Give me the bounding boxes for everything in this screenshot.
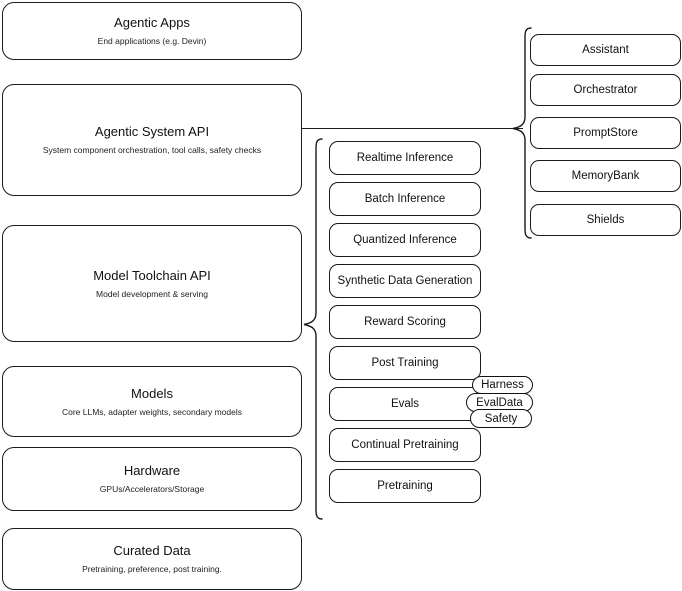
component-box-orchestrator[interactable]: Orchestrator bbox=[530, 74, 681, 106]
capability-box-post-training[interactable]: Post Training bbox=[329, 346, 481, 380]
layer-subtitle: GPUs/Accelerators/Storage bbox=[99, 484, 205, 495]
capability-label: Batch Inference bbox=[364, 192, 446, 205]
capability-box-quantized-inference[interactable]: Quantized Inference bbox=[329, 223, 481, 257]
layer-title: Models bbox=[131, 385, 173, 401]
capability-box-reward-scoring[interactable]: Reward Scoring bbox=[329, 305, 481, 339]
eval-pill-label: EvalData bbox=[476, 396, 523, 409]
eval-pill-harness[interactable]: Harness bbox=[472, 376, 533, 394]
layer-box-hardware[interactable]: Hardware GPUs/Accelerators/Storage bbox=[2, 447, 302, 511]
layer-subtitle: Core LLMs, adapter weights, secondary mo… bbox=[61, 406, 242, 417]
layer-subtitle: End applications (e.g. Devin) bbox=[97, 36, 207, 47]
layer-title: Model Toolchain API bbox=[93, 267, 211, 283]
layer-box-model-toolchain-api[interactable]: Model Toolchain API Model development & … bbox=[2, 225, 302, 342]
capability-box-pretraining[interactable]: Pretraining bbox=[329, 469, 481, 503]
component-label: MemoryBank bbox=[571, 169, 640, 182]
layer-title: Agentic Apps bbox=[114, 15, 190, 31]
component-box-assistant[interactable]: Assistant bbox=[530, 34, 681, 66]
capability-box-synthetic-data-generation[interactable]: Synthetic Data Generation bbox=[329, 264, 481, 298]
capability-box-evals[interactable]: Evals bbox=[329, 387, 481, 421]
layer-title: Curated Data bbox=[113, 543, 191, 559]
layer-box-agentic-system-api[interactable]: Agentic System API System component orch… bbox=[2, 84, 302, 196]
component-label: Orchestrator bbox=[573, 83, 638, 96]
capability-label: Realtime Inference bbox=[356, 151, 454, 164]
capability-box-batch-inference[interactable]: Batch Inference bbox=[329, 182, 481, 216]
component-label: PromptStore bbox=[573, 126, 638, 139]
layer-box-models[interactable]: Models Core LLMs, adapter weights, secon… bbox=[2, 366, 302, 437]
brace-toolchain-capabilities bbox=[303, 138, 323, 520]
brace-system-components bbox=[512, 27, 532, 239]
layer-box-agentic-apps[interactable]: Agentic Apps End applications (e.g. Devi… bbox=[2, 2, 302, 60]
component-label: Assistant bbox=[582, 43, 629, 56]
eval-pill-label: Harness bbox=[481, 379, 524, 391]
layer-subtitle: Model development & serving bbox=[96, 288, 208, 299]
component-box-shields[interactable]: Shields bbox=[530, 204, 681, 236]
capability-label: Pretraining bbox=[377, 479, 433, 492]
component-label: Shields bbox=[586, 213, 625, 226]
component-box-promptstore[interactable]: PromptStore bbox=[530, 117, 681, 149]
capability-label: Quantized Inference bbox=[353, 233, 457, 246]
layer-subtitle: System component orchestration, tool cal… bbox=[42, 145, 262, 156]
component-box-memorybank[interactable]: MemoryBank bbox=[530, 160, 681, 192]
layer-subtitle: Pretraining, preference, post training. bbox=[82, 564, 222, 575]
capability-label: Evals bbox=[390, 397, 420, 410]
capability-label: Continual Pretraining bbox=[351, 438, 459, 451]
layer-title: Agentic System API bbox=[94, 124, 210, 140]
eval-pill-safety[interactable]: Safety bbox=[470, 409, 532, 428]
capability-label: Synthetic Data Generation bbox=[337, 274, 473, 287]
capability-label: Reward Scoring bbox=[364, 315, 446, 328]
connector-system-api-to-components bbox=[302, 127, 523, 129]
layer-box-curated-data[interactable]: Curated Data Pretraining, preference, po… bbox=[2, 528, 302, 590]
capability-label: Post Training bbox=[371, 356, 439, 369]
eval-pill-label: Safety bbox=[484, 412, 518, 425]
capability-box-continual-pretraining[interactable]: Continual Pretraining bbox=[329, 428, 481, 462]
capability-box-realtime-inference[interactable]: Realtime Inference bbox=[329, 141, 481, 175]
layer-title: Hardware bbox=[123, 463, 181, 479]
